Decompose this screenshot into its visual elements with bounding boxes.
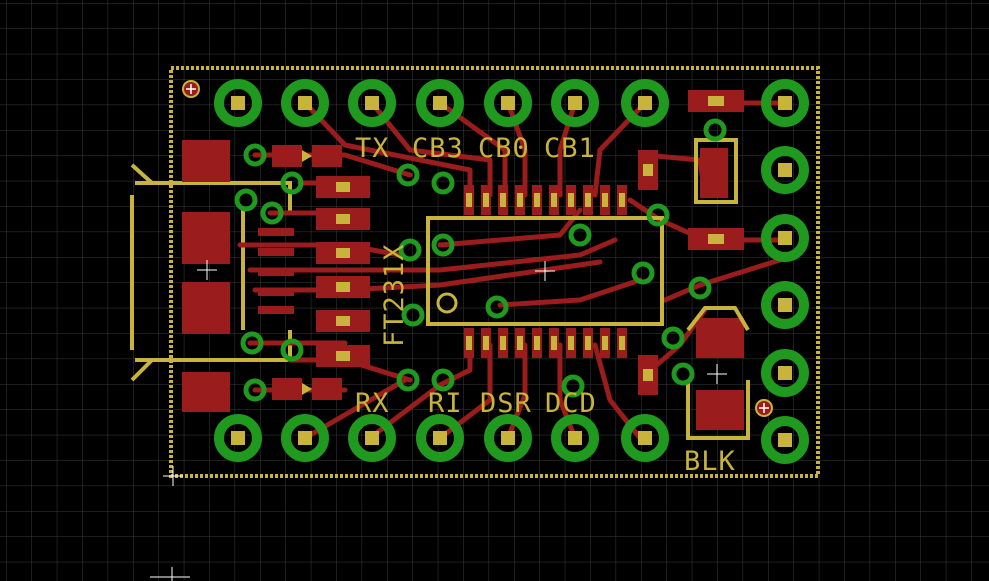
diode-markers	[302, 150, 312, 395]
fiducial-markers	[182, 80, 773, 417]
label-blk: BLK	[684, 446, 736, 477]
header-pins-top	[214, 79, 669, 127]
header-pins-right	[761, 79, 809, 464]
board-outline	[169, 66, 820, 478]
label-cb1: CB1	[544, 133, 596, 164]
label-dcd: DCD	[545, 388, 597, 419]
label-cb0: CB0	[478, 133, 530, 164]
label-cb3: CB3	[412, 133, 464, 164]
header-pins-bottom	[214, 414, 669, 462]
chip-pin1-marker	[436, 292, 458, 314]
label-dsr: DSR	[480, 388, 532, 419]
chip-pin-marks	[466, 193, 625, 350]
label-tx: TX	[355, 133, 390, 164]
crosshair-markers	[150, 260, 727, 581]
chip-outline	[426, 216, 664, 326]
passive-silk-marks	[336, 96, 724, 381]
label-chip-ft231x: FT231X	[379, 243, 410, 347]
label-rx: RX	[355, 388, 390, 419]
smd-pads	[182, 90, 744, 430]
label-ri: RI	[428, 388, 463, 419]
vias	[234, 118, 727, 402]
